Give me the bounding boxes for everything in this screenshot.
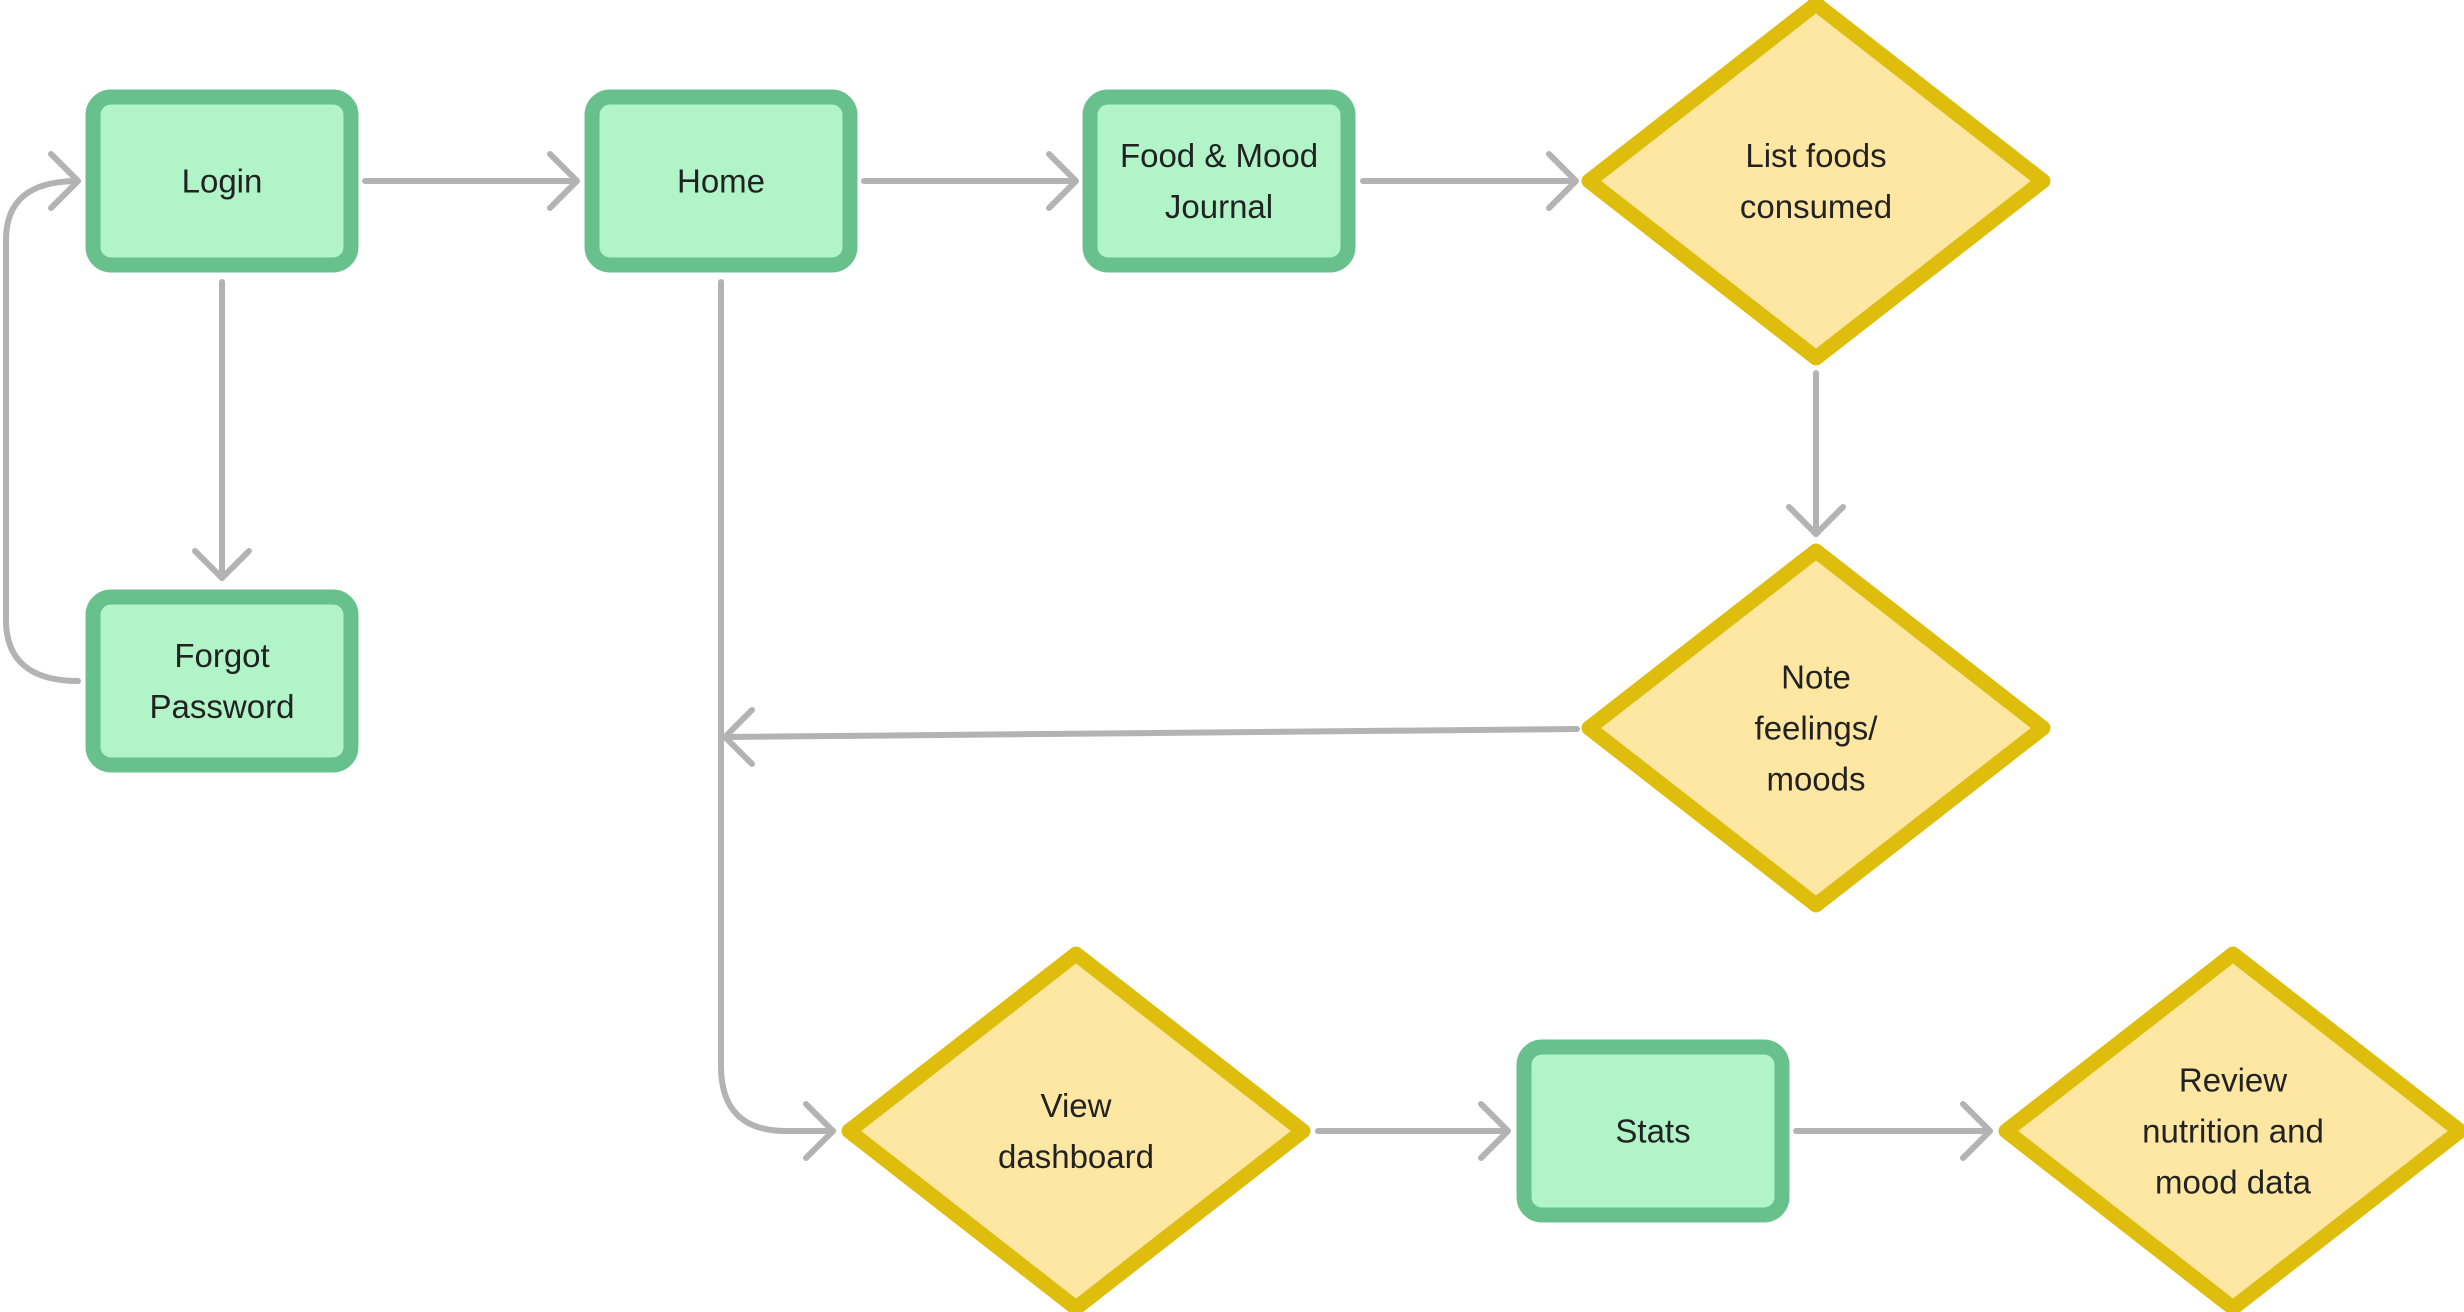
- arrow-note-feelings-to-home: [722, 707, 1580, 767]
- decision-diamond: [1998, 946, 2464, 1312]
- arrow-login-to-home: [362, 151, 580, 211]
- decision-diamond: [1581, 543, 2051, 913]
- node-view-dashboard[interactable]: View dashboard: [841, 946, 1311, 1312]
- arrowhead-icon: [803, 1101, 836, 1161]
- node-label-line: feelings/: [1755, 710, 1879, 747]
- node-label-line: Password: [150, 688, 295, 725]
- arrowhead-icon: [547, 151, 580, 211]
- arrowhead-icon: [1546, 151, 1579, 211]
- node-label-line: List foods: [1745, 137, 1886, 174]
- node-note-feelings[interactable]: Note feelings/moods: [1581, 543, 2051, 913]
- node-label-line: Review: [2179, 1062, 2287, 1099]
- arrow-login-to-forgot-password: [192, 279, 252, 581]
- process-box: [85, 589, 359, 773]
- node-label-line: Food & Mood: [1120, 137, 1318, 174]
- arrow-home-to-view-dashboard: [718, 279, 836, 1161]
- arrow-line: [723, 726, 1580, 740]
- arrowhead-icon: [48, 151, 81, 211]
- decision-diamond: [1581, 0, 2051, 366]
- decision-diamond: [841, 946, 1311, 1312]
- arrowhead-icon: [192, 548, 252, 581]
- arrowhead-icon: [1478, 1101, 1511, 1161]
- arrow-line: [3, 178, 81, 684]
- node-label-line: nutrition and: [2142, 1113, 2324, 1150]
- node-review-data[interactable]: Review nutrition and mood data: [1998, 946, 2464, 1312]
- node-label-line: Journal: [1165, 188, 1273, 225]
- node-label-line: Note: [1781, 659, 1851, 696]
- arrow-home-to-journal: [861, 151, 1079, 211]
- arrow-view-dashboard-to-stats: [1315, 1101, 1511, 1161]
- node-label-line: dashboard: [998, 1138, 1154, 1175]
- process-box: [85, 89, 359, 273]
- node-home[interactable]: Home: [584, 89, 858, 273]
- process-box: [1516, 1039, 1790, 1223]
- arrowhead-icon: [722, 707, 755, 767]
- node-label-line: Home: [677, 163, 765, 200]
- process-box: [584, 89, 858, 273]
- arrow-journal-to-list-foods: [1360, 151, 1579, 211]
- node-label-line: Forgot: [174, 637, 269, 674]
- node-list-foods[interactable]: List foods consumed: [1581, 0, 2051, 366]
- node-stats[interactable]: Stats: [1516, 1039, 1790, 1223]
- node-label-line: mood data: [2155, 1164, 2312, 1201]
- arrow-list-foods-to-note-feelings: [1786, 370, 1846, 537]
- node-login[interactable]: Login: [85, 89, 359, 273]
- node-label-line: Login: [182, 163, 263, 200]
- node-label-line: View: [1041, 1087, 1112, 1124]
- arrowhead-icon: [1046, 151, 1079, 211]
- edges-layer: [3, 151, 1993, 1161]
- node-label-line: moods: [1766, 761, 1865, 798]
- arrow-forgot-password-to-login: [3, 151, 81, 684]
- arrow-line: [718, 279, 836, 1134]
- process-box: [1082, 89, 1356, 273]
- node-label-line: consumed: [1740, 188, 1892, 225]
- node-label-line: Stats: [1615, 1113, 1690, 1150]
- arrowhead-icon: [1960, 1101, 1993, 1161]
- arrowhead-icon: [1786, 504, 1846, 537]
- arrow-stats-to-review-data: [1793, 1101, 1993, 1161]
